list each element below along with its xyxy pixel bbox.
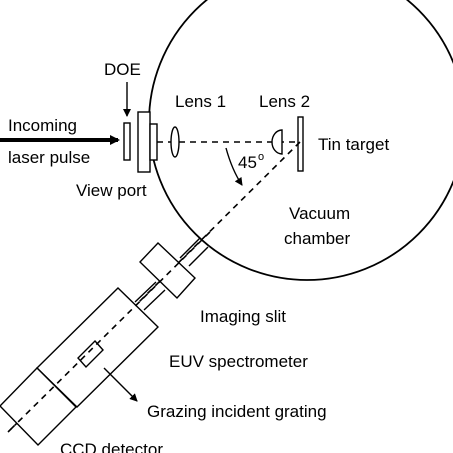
label-euv-spectrometer: EUV spectrometer	[169, 352, 308, 371]
lens-1	[170, 126, 180, 158]
grating-pointer-arrow	[103, 367, 138, 402]
connecting-tube	[134, 237, 209, 311]
imaging-slit	[139, 242, 196, 300]
label-imaging-slit: Imaging slit	[200, 307, 286, 326]
label-doe: DOE	[104, 60, 141, 79]
label-angle: 45	[238, 153, 257, 172]
grating-element	[77, 339, 104, 369]
angle-arc	[225, 147, 243, 186]
label-tin-target: Tin target	[318, 135, 389, 154]
euv-path-overlay	[7, 231, 211, 433]
label-lens-2: Lens 2	[259, 92, 310, 111]
label-incoming: Incoming	[8, 116, 77, 135]
label-grating: Grazing incident grating	[147, 402, 327, 421]
label-vacuum: Vacuum	[289, 204, 350, 223]
label-ccd-detector: CCD detector	[60, 440, 163, 453]
label-angle-unit: o	[258, 151, 264, 163]
label-lens-1: Lens 1	[175, 92, 226, 111]
ccd-detector	[0, 367, 77, 446]
doe-element	[123, 122, 131, 161]
lens-2	[271, 129, 283, 155]
label-view-port: View port	[76, 181, 147, 200]
view-port-flange	[137, 111, 158, 173]
label-laser-pulse: laser pulse	[8, 148, 90, 167]
label-chamber: chamber	[284, 229, 350, 248]
